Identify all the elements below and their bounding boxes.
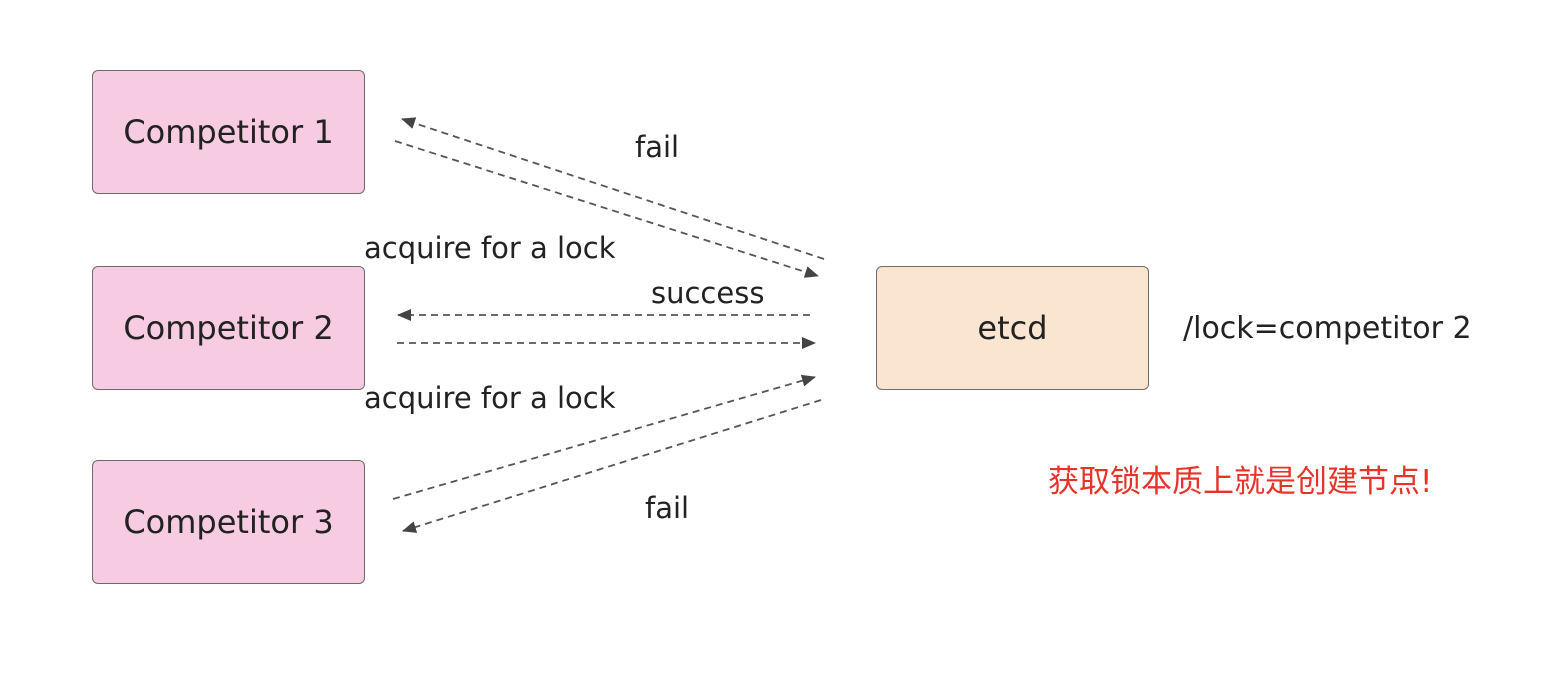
edge-label-fail-top: fail bbox=[635, 130, 680, 164]
competitor-3-node: Competitor 3 bbox=[92, 460, 365, 584]
arrow-competitor-1-acquire bbox=[394, 140, 819, 278]
competitor-1-node: Competitor 1 bbox=[92, 70, 365, 194]
arrow-etcd-to-competitor-3-fail bbox=[402, 399, 822, 533]
arrow-etcd-to-competitor-1-fail bbox=[401, 117, 825, 260]
edge-label-success: success bbox=[651, 276, 765, 310]
edge-label-acquire-2: acquire for a lock bbox=[364, 381, 616, 415]
competitor-2-label: Competitor 2 bbox=[123, 309, 334, 347]
competitor-3-label: Competitor 3 bbox=[123, 503, 334, 541]
note-text: 获取锁本质上就是创建节点! bbox=[1048, 464, 1433, 500]
edge-label-acquire-1: acquire for a lock bbox=[364, 231, 616, 265]
competitor-1-label: Competitor 1 bbox=[123, 113, 334, 151]
edge-label-fail-bottom: fail bbox=[645, 491, 690, 525]
etcd-label: etcd bbox=[977, 309, 1048, 347]
arrow-competitor-3-acquire bbox=[392, 374, 816, 500]
lock-value-text: /lock=competitor 2 bbox=[1183, 311, 1472, 346]
competitor-2-node: Competitor 2 bbox=[92, 266, 365, 390]
etcd-node: etcd bbox=[876, 266, 1149, 390]
